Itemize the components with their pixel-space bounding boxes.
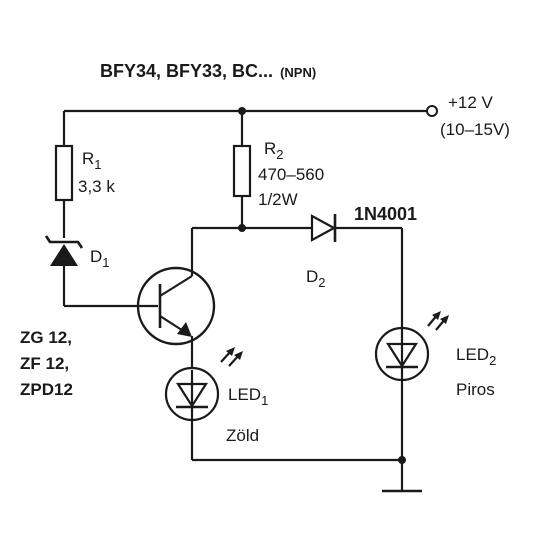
- d1-type-3: ZPD12: [20, 380, 73, 399]
- r2-resistor: [232, 144, 252, 198]
- led2-ray-2-arrow: [440, 315, 449, 324]
- d1-label: D1: [90, 247, 110, 270]
- supply-range-label: (10–15V): [440, 120, 510, 139]
- d1-zener-bar: [44, 235, 84, 249]
- transistor-body: [136, 266, 216, 346]
- d2-label: D2: [306, 267, 326, 290]
- d2-triangle: [310, 214, 337, 242]
- r1-resistor: [54, 144, 74, 202]
- supply-voltage-label: +12 V: [448, 93, 494, 112]
- r2-label: R2: [264, 139, 284, 162]
- led2-color-label: Piros: [456, 380, 495, 399]
- r1-value-label: 3,3 k: [78, 177, 115, 196]
- led1-ray-2-arrow: [234, 351, 243, 360]
- d1-zener-triangle: [50, 244, 78, 266]
- d1-type-1: ZG 12,: [20, 328, 72, 347]
- r1-label: R1: [82, 149, 102, 172]
- d2-type-label: 1N4001: [354, 204, 417, 224]
- transistor-collector: [159, 275, 193, 297]
- transistor-types-label: BFY34, BFY33, BC... (NPN): [100, 61, 316, 81]
- supply-terminal: [426, 105, 438, 117]
- d1-type-2: ZF 12,: [20, 354, 69, 373]
- led1-color-label: Zöld: [226, 426, 259, 445]
- r2-value-label: 470–560: [258, 165, 324, 184]
- led2-label: LED2: [456, 345, 496, 368]
- led2-triangle: [385, 342, 419, 369]
- led1-label: LED1: [228, 385, 268, 408]
- led2-ray-1-arrow: [432, 311, 441, 320]
- led1-ray-1-arrow: [226, 347, 235, 356]
- transistor-emitter-arrow: [177, 322, 192, 337]
- led1-triangle: [175, 382, 209, 409]
- r2-power-label: 1/2W: [258, 190, 298, 209]
- junction-ground: [398, 456, 406, 464]
